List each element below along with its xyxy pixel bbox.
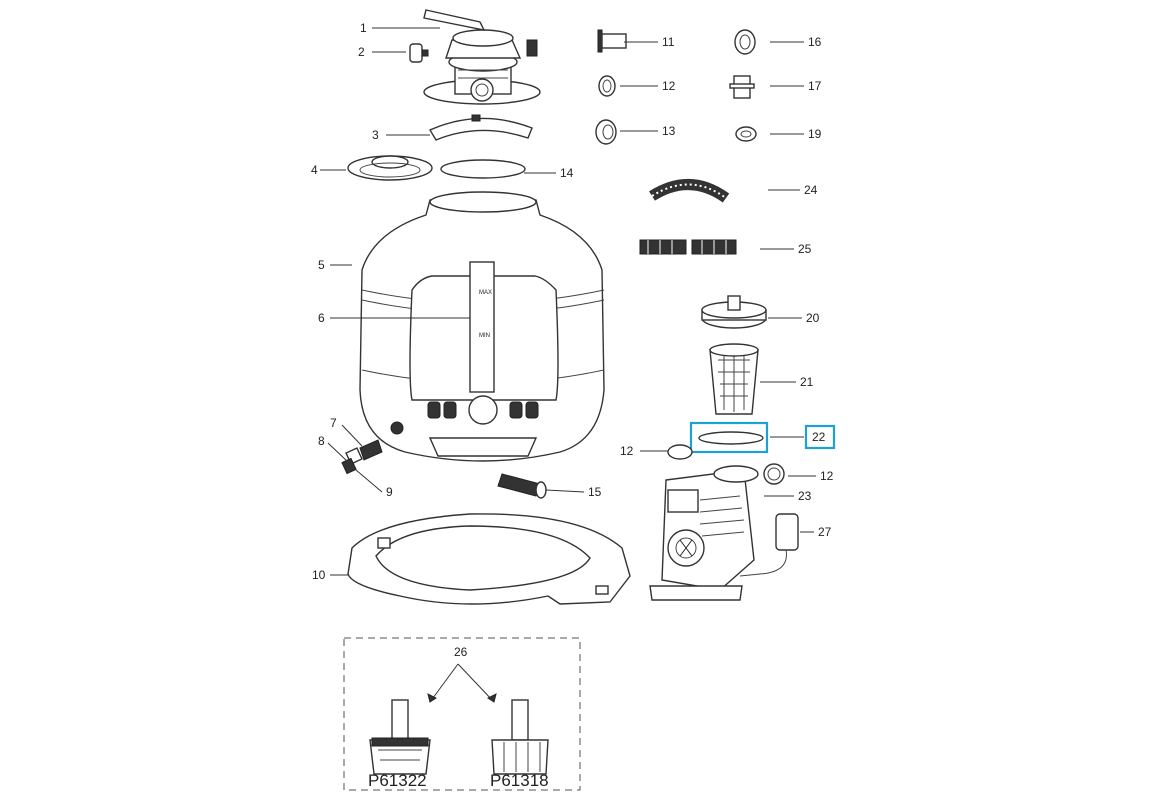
callout-22: 22 [812, 430, 826, 444]
callout-2: 2 [358, 45, 365, 59]
callout-12-left: 12 [620, 444, 634, 458]
adapter-p61322 [369, 699, 431, 775]
threaded-cap [595, 119, 617, 145]
small-o-ring-top [598, 75, 616, 97]
callout-15: 15 [588, 485, 602, 499]
adapter-options-box [343, 637, 581, 791]
callout-13: 13 [662, 124, 676, 138]
tank-o-ring [440, 159, 526, 179]
callout-1: 1 [360, 21, 367, 35]
callout-leaders [320, 27, 816, 576]
callout-20: 20 [806, 311, 820, 325]
max-marking: MAX [479, 290, 492, 296]
callout-14: 14 [560, 166, 574, 180]
callout-3: 3 [372, 128, 379, 142]
callout-9: 9 [386, 485, 393, 499]
inlet-fitting [597, 29, 627, 53]
hose-clamp [735, 126, 757, 142]
highlight-box-part [689, 421, 769, 454]
connection-hoses [639, 239, 737, 255]
callout-8: 8 [318, 434, 325, 448]
filter-pump [649, 465, 759, 601]
strainer-basket [709, 343, 759, 415]
small-o-ring-right [763, 463, 785, 485]
callout-5: 5 [318, 258, 325, 272]
callout-26: 26 [454, 645, 468, 659]
callout-17: 17 [808, 79, 822, 93]
callout-11: 11 [662, 35, 675, 49]
flex-hose-ribs [651, 183, 727, 199]
callout-16: 16 [808, 35, 822, 49]
callout-12-right: 12 [820, 469, 834, 483]
callout-7: 7 [330, 416, 337, 430]
filter-tank: MAX MIN [359, 191, 605, 462]
callout-6: 6 [318, 311, 325, 325]
callout-27: 27 [818, 525, 832, 539]
hose-adapter [497, 473, 547, 499]
callout-4: 4 [311, 163, 318, 177]
callout-12-top: 12 [662, 79, 676, 93]
pump-lid-o-ring [698, 431, 764, 445]
power-plug [739, 513, 799, 577]
callout-25: 25 [798, 242, 812, 256]
adapter-p61318 [491, 699, 549, 775]
callout-21: 21 [800, 375, 814, 389]
min-marking: MIN [479, 333, 490, 339]
connector [729, 75, 755, 99]
part-number-left: P61322 [368, 771, 427, 790]
tank-lid [347, 155, 433, 181]
callout-23: 23 [798, 489, 812, 503]
filter-base [347, 513, 631, 605]
part-number-right: P61318 [490, 771, 549, 790]
highlight-box-callout [804, 424, 836, 450]
adapter-arrows [429, 663, 495, 703]
callout-19: 19 [808, 127, 822, 141]
union-nut [734, 29, 756, 55]
pressure-gauge [409, 43, 429, 63]
callout-10: 10 [312, 568, 326, 582]
pump-lid [701, 295, 767, 329]
small-o-ring-left [667, 444, 693, 460]
drain-assembly [341, 439, 383, 475]
callout-24: 24 [804, 183, 818, 197]
tank-clamp [428, 114, 533, 141]
multiport-valve [423, 9, 541, 105]
